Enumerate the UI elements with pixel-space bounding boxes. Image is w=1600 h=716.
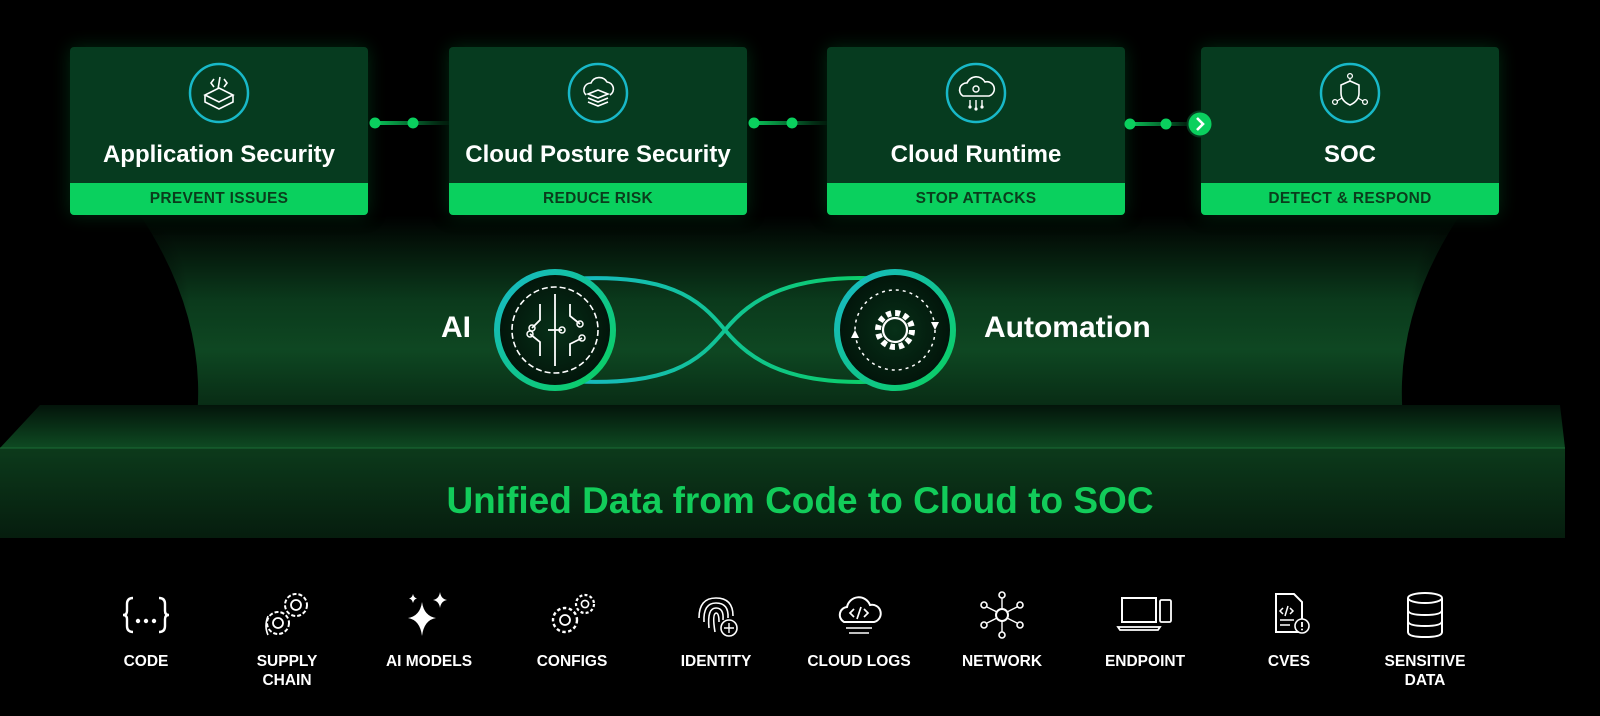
- stage-card-application-security: Application Security PREVENT ISSUES: [70, 47, 368, 215]
- source-label: CONFIGS: [536, 653, 608, 670]
- stage-card-cloud-runtime: Cloud Runtime STOP ATTACKS: [827, 47, 1125, 215]
- stage-card-cloud-posture-security: Cloud Posture Security REDUCE RISK: [449, 47, 747, 215]
- source-label: CLOUD LOGS: [807, 653, 911, 670]
- fingerprint-icon: [698, 597, 738, 637]
- source-network: NETWORK: [927, 588, 1077, 671]
- stage-subtitle: REDUCE RISK: [449, 183, 747, 215]
- network-nodes-icon: [980, 591, 1024, 639]
- source-identity: IDENTITY: [641, 588, 791, 671]
- cloud-network-icon: [945, 62, 1007, 124]
- stage-connector: [748, 117, 827, 129]
- stage-title: Cloud Runtime: [890, 141, 1062, 168]
- source-label: IDENTITY: [680, 653, 752, 670]
- stage-connector-arrow: [1124, 110, 1214, 138]
- cloud-code-icon: [838, 596, 882, 634]
- source-sensitive-data: SENSITIVE DATA: [1350, 588, 1500, 690]
- source-label: CVES: [1267, 653, 1311, 670]
- stage-connector: [369, 117, 449, 129]
- source-label: NETWORK: [961, 653, 1043, 670]
- stage-title: Cloud Posture Security: [465, 141, 731, 168]
- database-icon: [1407, 592, 1443, 639]
- chevron-right-icon: [1196, 117, 1205, 131]
- circuit-brain-icon: [494, 269, 616, 391]
- ai-label: AI: [441, 311, 471, 344]
- unified-data-band: [0, 405, 1565, 538]
- stage-subtitle: STOP ATTACKS: [827, 183, 1125, 215]
- source-label: AI MODELS: [385, 653, 473, 670]
- unified-data-headline: Unified Data from Code to Cloud to SOC: [446, 480, 1154, 521]
- source-cves: CVES: [1214, 588, 1364, 671]
- stage-subtitle: PREVENT ISSUES: [70, 183, 368, 215]
- stage-card-soc: SOC DETECT & RESPOND: [1201, 47, 1499, 215]
- source-label: SENSITIVE DATA: [1384, 653, 1466, 689]
- infinity-loop: [494, 269, 956, 391]
- gear-cycle-icon: [834, 269, 956, 391]
- stage-subtitle: DETECT & RESPOND: [1201, 183, 1499, 215]
- document-alert-icon: [1275, 593, 1310, 634]
- code-box-icon: [188, 62, 250, 124]
- source-label: ENDPOINT: [1104, 653, 1186, 670]
- source-code: CODE: [71, 588, 221, 671]
- source-label: CODE: [123, 653, 169, 670]
- source-endpoint: ENDPOINT: [1070, 588, 1220, 671]
- source-cloud-logs: CLOUD LOGS: [784, 588, 934, 671]
- source-label: SUPPLY CHAIN: [256, 653, 318, 689]
- sparkles-icon: [408, 592, 447, 636]
- source-ai-models: AI MODELS: [354, 588, 504, 671]
- source-supply-chain: SUPPLY CHAIN: [212, 588, 362, 690]
- stage-title: Application Security: [102, 141, 336, 168]
- source-configs: CONFIGS: [497, 588, 647, 671]
- shield-network-icon: [1319, 62, 1381, 124]
- gears-icon: [551, 593, 596, 634]
- stage-title: SOC: [1323, 141, 1376, 168]
- glow-tunnel: [50, 215, 1550, 460]
- gears-chain-icon: [265, 593, 308, 636]
- laptop-phone-icon: [1116, 597, 1172, 631]
- cloud-stack-icon: [567, 62, 629, 124]
- braces-icon: [122, 596, 170, 634]
- automation-label: Automation: [984, 311, 1151, 344]
